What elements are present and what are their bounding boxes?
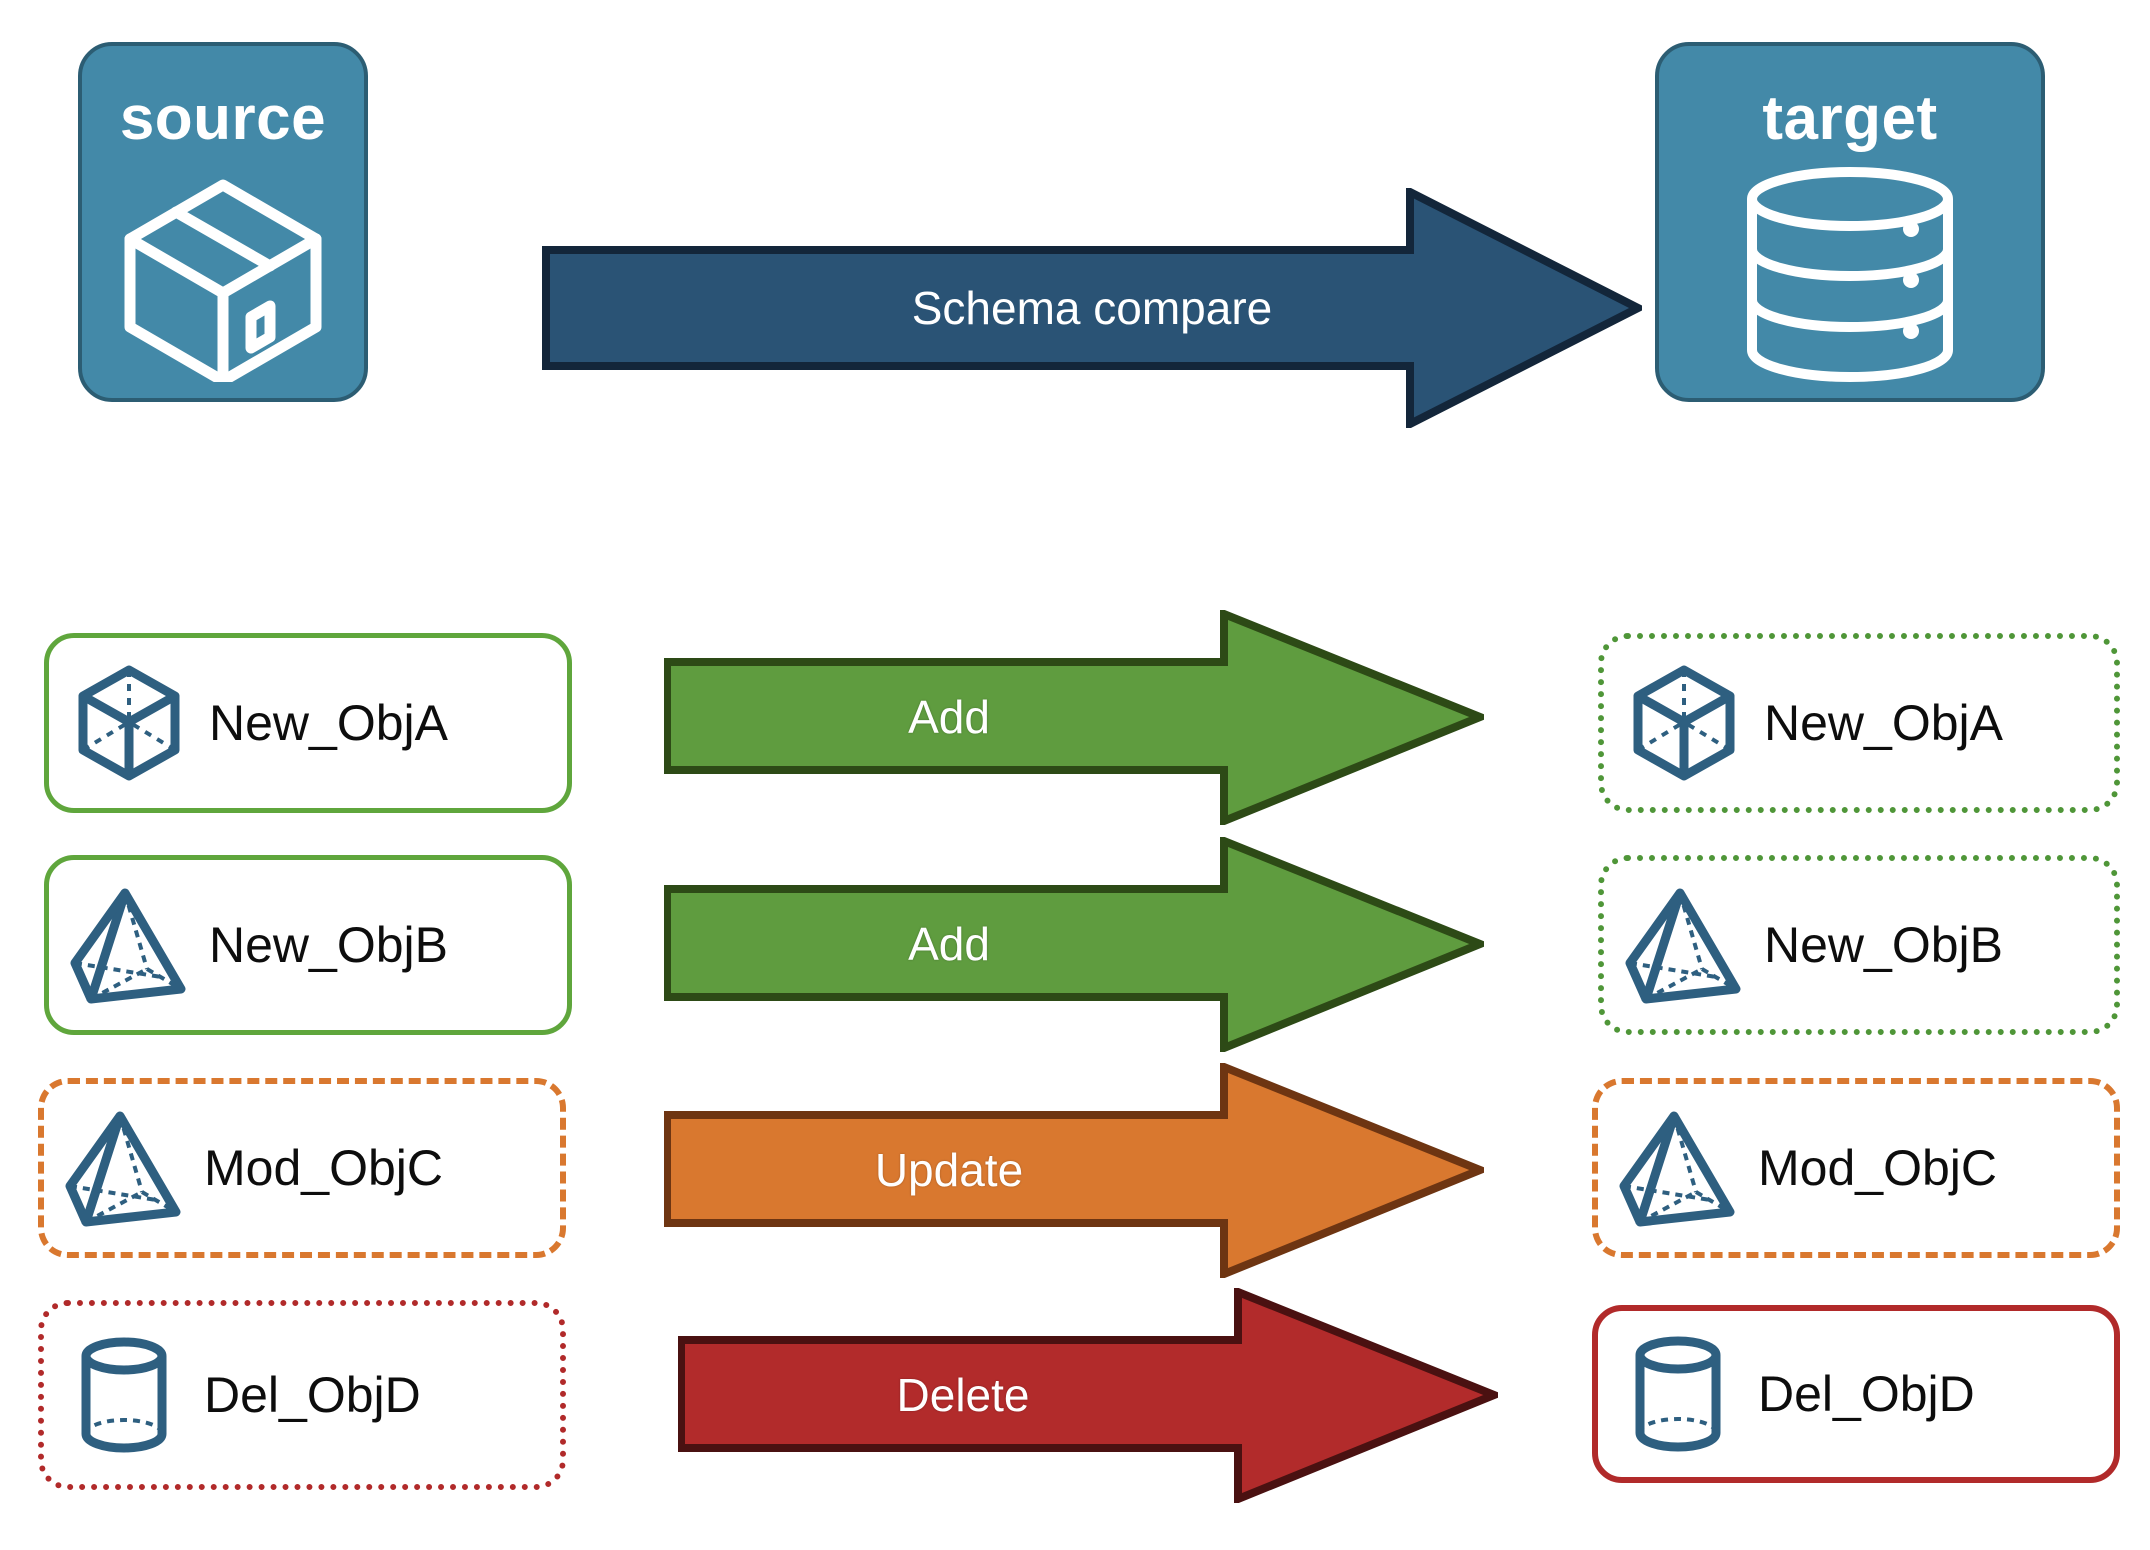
- action-arrow-add-2: Add: [663, 835, 1491, 1054]
- source-object-label-2: New_ObjB: [209, 917, 448, 973]
- source-object-row-1[interactable]: New_ObjA: [44, 633, 572, 813]
- source-object-row-3[interactable]: Mod_ObjC: [38, 1078, 566, 1258]
- target-object-row-1[interactable]: New_ObjA: [1598, 633, 2120, 813]
- target-object-row-2[interactable]: New_ObjB: [1598, 855, 2120, 1035]
- source-object-label-3: Mod_ObjC: [204, 1140, 443, 1196]
- source-object-row-2[interactable]: New_ObjB: [44, 855, 572, 1035]
- endpoint-target[interactable]: target: [1655, 42, 2045, 402]
- target-title: target: [1762, 84, 1938, 153]
- target-object-label-1: New_ObjA: [1764, 695, 2003, 751]
- wireframe-cylinder-icon: [44, 1335, 204, 1455]
- wireframe-pyramid-icon: [1598, 1108, 1758, 1228]
- wireframe-pyramid-icon: [1604, 885, 1764, 1005]
- wireframe-pyramid-icon: [49, 885, 209, 1005]
- wireframe-cube-icon: [49, 664, 209, 782]
- wireframe-cube-icon: [1604, 664, 1764, 782]
- target-object-label-2: New_ObjB: [1764, 917, 2003, 973]
- target-object-row-4[interactable]: Del_ObjD: [1592, 1305, 2120, 1483]
- target-object-label-4: Del_ObjD: [1758, 1366, 1975, 1422]
- target-object-label-3: Mod_ObjC: [1758, 1140, 1997, 1196]
- target-object-row-3[interactable]: Mod_ObjC: [1592, 1078, 2120, 1258]
- source-object-label-4: Del_ObjD: [204, 1367, 421, 1423]
- package-box-icon: [82, 150, 364, 398]
- source-object-row-4[interactable]: Del_ObjD: [38, 1300, 566, 1490]
- action-arrow-delete: Delete: [677, 1286, 1505, 1505]
- wireframe-pyramid-icon: [44, 1108, 204, 1228]
- source-object-label-1: New_ObjA: [209, 695, 448, 751]
- schema-compare-arrow: Schema compare: [542, 185, 1647, 431]
- action-arrow-add-1: Add: [663, 608, 1491, 827]
- database-cylinder-icon: [1659, 150, 2041, 398]
- action-arrow-update: Update: [663, 1061, 1491, 1280]
- endpoint-source[interactable]: source: [78, 42, 368, 402]
- wireframe-cylinder-icon: [1598, 1334, 1758, 1454]
- source-title: source: [119, 84, 327, 153]
